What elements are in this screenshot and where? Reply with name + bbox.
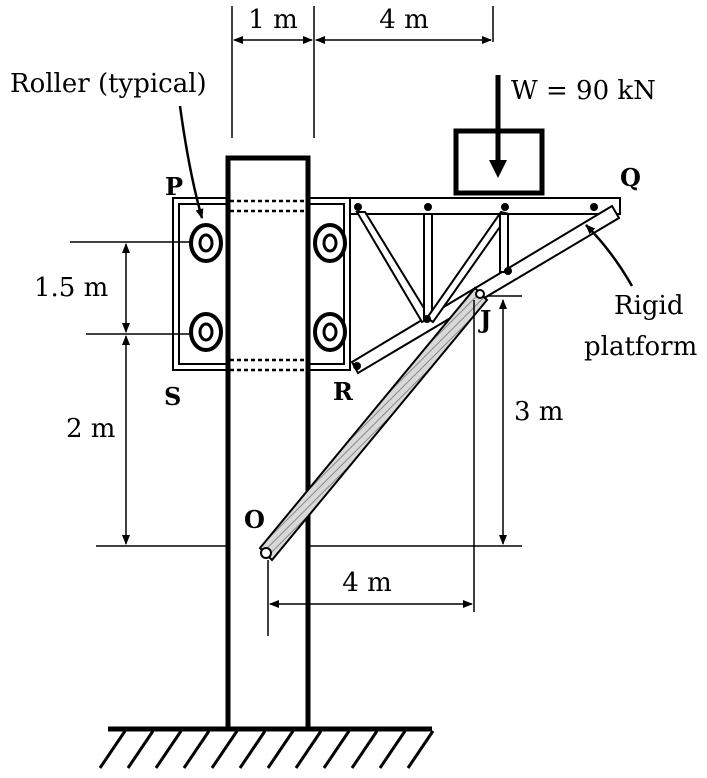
collar-hidden-lines: [230, 199, 306, 372]
left-dimensions: [70, 241, 228, 547]
pin-j: [475, 289, 485, 299]
roller-upper-right: [313, 223, 347, 263]
top-dimensions: [231, 6, 494, 138]
roller-upper-left: [189, 223, 223, 263]
dim-2m-label: 2 m: [66, 414, 115, 444]
load-arrow-head: [489, 160, 507, 178]
roller-leader-arrow: [178, 105, 204, 219]
pin-o: [260, 547, 272, 559]
point-p-label: P: [165, 172, 183, 201]
dim-1-5m-label: 1.5 m: [34, 273, 108, 303]
dim-bottom-4m-label: 4 m: [342, 568, 391, 598]
dim-top-1m-label: 1 m: [248, 5, 297, 35]
point-j-label: J: [478, 305, 491, 334]
ground: [98, 726, 435, 769]
column: [225, 155, 311, 732]
bottom-chord: [350, 204, 621, 375]
load-label: W = 90 kN: [511, 76, 656, 106]
right-dimensions: [267, 295, 522, 636]
roller-label: Roller (typical): [10, 69, 207, 99]
platform-leader-arrow: [585, 224, 634, 287]
joint-pins: [353, 203, 598, 370]
roller-lower-left: [189, 312, 223, 352]
point-q-label: Q: [620, 163, 641, 192]
platform-label: platform: [584, 332, 697, 362]
point-r-label: R: [333, 377, 354, 406]
roller-lower-right: [313, 312, 347, 352]
point-o-label: O: [244, 505, 265, 534]
point-s-label: S: [164, 382, 181, 411]
collar-frame: [172, 197, 351, 371]
rigid-label: Rigid: [614, 291, 684, 321]
dim-top-4m-label: 4 m: [379, 5, 428, 35]
dim-3m-label: 3 m: [514, 397, 563, 427]
truss-web: [355, 210, 511, 324]
platform-deck: [349, 197, 621, 215]
